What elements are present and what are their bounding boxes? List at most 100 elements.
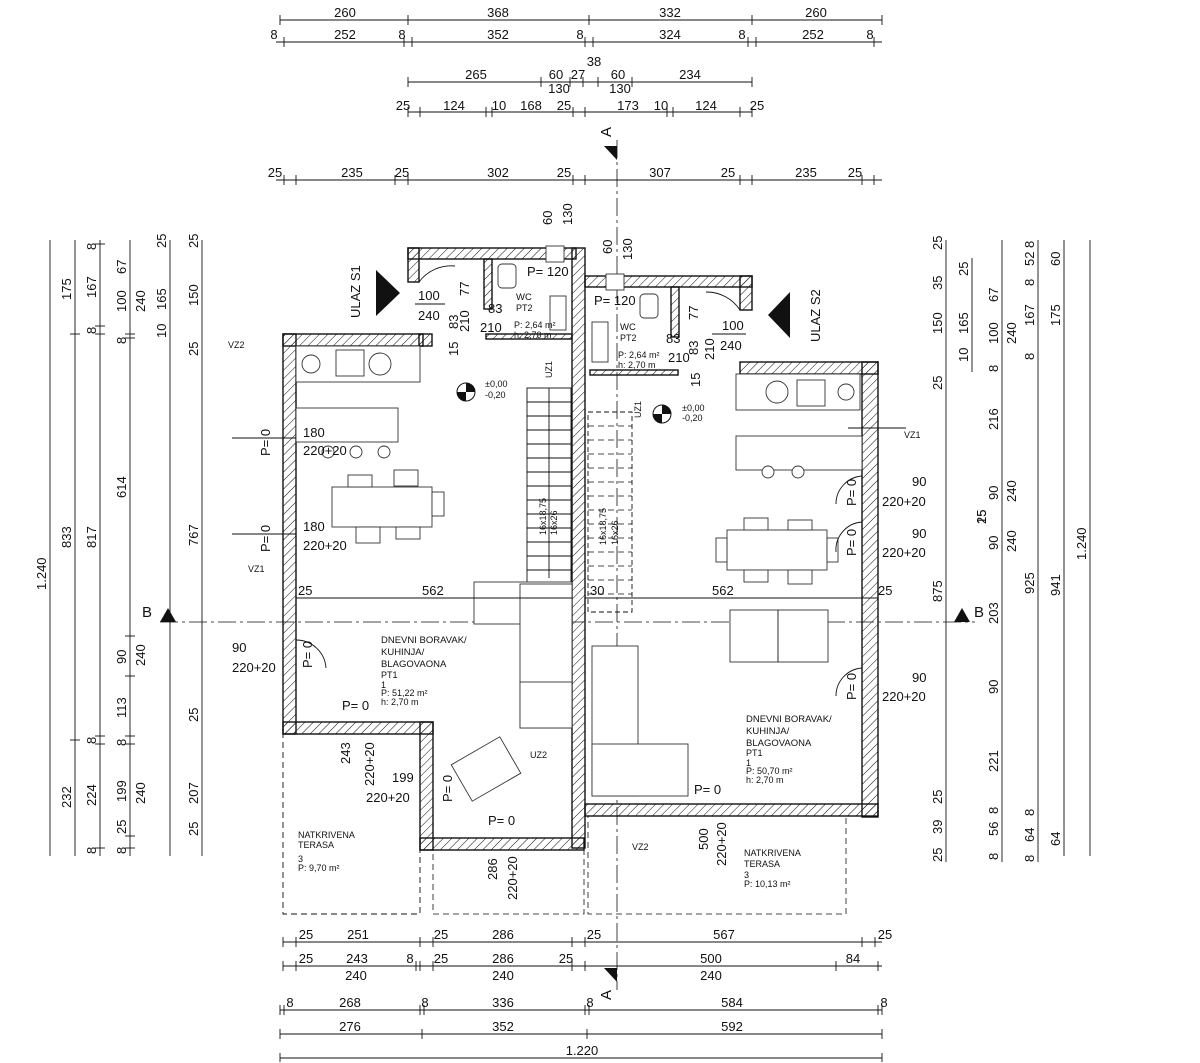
- dim-bot-4-d: 336: [492, 995, 514, 1010]
- dim-right-5-d: 167: [1022, 304, 1037, 326]
- right-wc-win-60: 60: [600, 240, 615, 254]
- right-windows: VZ1 P= 0 90 220+20 P= 0 90 220+20 P= 0 9…: [835, 427, 926, 704]
- top-dimensions: 260 368 332 260 8 252 8 352 8 324 8 252 …: [268, 5, 883, 185]
- dim-right-3-c: 8: [986, 365, 1001, 372]
- left-win3-h: 220+20: [232, 660, 276, 675]
- left-wc-win-60: 60: [540, 211, 555, 225]
- left-room-name-2: KUHINJA/: [381, 647, 425, 658]
- dim-left-6-e: 25: [186, 708, 201, 722]
- dim-left-7-b: 150: [186, 284, 201, 306]
- left-level: ±0,00 -0,20: [456, 379, 507, 402]
- left-win2-w: 180: [303, 519, 325, 534]
- dim-left-7-a: 25: [186, 234, 201, 248]
- right-stairs: 16x18,75 16x26 UZ1: [587, 401, 643, 613]
- left-terrace-name-2: TERASA: [298, 840, 334, 850]
- left-wc-door-w: 83: [488, 301, 502, 316]
- left-win3-p: P= 0: [300, 641, 315, 668]
- left-room-num: 1: [381, 680, 386, 690]
- dim-bot-4-f: 584: [721, 995, 743, 1010]
- dim-left-6-c: 10: [154, 324, 169, 338]
- dim-right-3-m: 8: [986, 853, 1001, 860]
- entrance-s1-h: 240: [418, 308, 440, 323]
- left-wc-area: P: 2,64 m²: [514, 320, 556, 330]
- left-terrace-name-1: NATKRIVENA: [298, 830, 355, 840]
- left-terrace-243: 243: [338, 742, 353, 764]
- dim-left-6-b: 165: [154, 288, 169, 310]
- dim-bot-2-e: 286: [492, 951, 514, 966]
- right-win1-p: P= 0: [844, 479, 859, 506]
- dim-right-2-b: 165: [956, 312, 971, 334]
- left-windows: P= 0 180 220+20 P= 0 180 220+20 P= 0 90 …: [228, 340, 347, 675]
- dim-bot-4-g: 8: [880, 995, 887, 1010]
- dim-left-3-a: 8: [84, 243, 99, 250]
- dim-top-6-c: 10: [492, 98, 506, 113]
- dim-top-2-e: 8: [576, 27, 583, 42]
- vz2-bottom-tag: VZ2: [632, 842, 649, 852]
- right-living-furniture: [587, 609, 847, 915]
- dim-bot-2-h: 84: [846, 951, 860, 966]
- right-terrace-500: 500: [696, 828, 711, 850]
- dim-bot-1-f: 567: [713, 927, 735, 942]
- left-room-code: PT1: [381, 670, 398, 680]
- dim-right-4-a: 240: [1004, 322, 1019, 344]
- entrance-s2-arrow: [768, 292, 790, 338]
- section-a-top: A: [598, 127, 615, 137]
- dim-bot-1-c: 25: [434, 927, 448, 942]
- dim-right-2-d: 25: [974, 510, 989, 524]
- left-wc-window: P= 120: [527, 264, 569, 279]
- dim-left-6-a: 25: [154, 234, 169, 248]
- dim-right-1-g: 39: [930, 820, 945, 834]
- dim-right-1-h: 25: [930, 848, 945, 862]
- right-win3-w: 90: [912, 670, 926, 685]
- dim-left-2-c: 232: [59, 786, 74, 808]
- dim-right-7: 1.240: [1074, 527, 1089, 560]
- right-terrace-name-1: NATKRIVENA: [744, 848, 801, 858]
- dim-right-3-j: 221: [986, 750, 1001, 772]
- right-wc-sill: 77: [686, 306, 701, 320]
- right-win1-w: 90: [912, 474, 926, 489]
- dim-top-5-a: 130: [548, 81, 570, 96]
- dim-right-6-b: 175: [1048, 304, 1063, 326]
- dim-right-3-e: 90: [986, 486, 1001, 500]
- left-wc-door-h: 210: [480, 320, 502, 335]
- dim-bot-2-c: 8: [406, 951, 413, 966]
- left-terrace-286: 286: [485, 858, 500, 880]
- right-kitchen: [715, 373, 863, 585]
- dim-right-5-g: 8: [1022, 809, 1037, 816]
- dim-bot-5-b: 352: [492, 1019, 514, 1034]
- left-wc-sill2: 83: [446, 315, 461, 329]
- dim-left-4-j: 8: [114, 847, 129, 854]
- dim-bot-1-g: 25: [878, 927, 892, 942]
- entrance-s2-label: ULAZ S2: [808, 289, 823, 342]
- dim-top-6-i: 25: [750, 98, 764, 113]
- right-room-height: h: 2,70 m: [746, 775, 784, 785]
- section-a-bottom-arrow: [604, 968, 617, 982]
- left-room-height: h: 2,70 m: [381, 697, 419, 707]
- left-win1-w: 180: [303, 425, 325, 440]
- left-vz2-tag: VZ2: [228, 340, 245, 350]
- dim-right-3-d: 216: [986, 408, 1001, 430]
- right-terrace: NATKRIVENA TERASA 3 P: 10,13 m² P= 0 500…: [694, 782, 801, 889]
- right-uz1: UZ1: [633, 401, 643, 418]
- dim-top-7-d: 302: [487, 165, 509, 180]
- left-terrace-199-p: P= 0: [440, 775, 455, 802]
- right-win1-h: 220+20: [882, 494, 926, 509]
- dim-bot-1-e: 25: [587, 927, 601, 942]
- dim-top-6-b: 124: [443, 98, 465, 113]
- dim-left-4-f: 113: [114, 697, 129, 718]
- left-terrace-286-h: 220+20: [505, 856, 520, 900]
- dim-left-6-g: 25: [186, 822, 201, 836]
- dim-top-6-h: 124: [695, 98, 717, 113]
- left-kitchen: [295, 345, 445, 544]
- right-win2-h: 220+20: [882, 545, 926, 560]
- dim-top-6-d: 168: [520, 98, 542, 113]
- dim-top-7-g: 25: [721, 165, 735, 180]
- left-room-area: P: 51,22 m²: [381, 688, 428, 698]
- dim-top-3: 38: [587, 54, 601, 69]
- right-terrace-500-h: 220+20: [714, 822, 729, 866]
- dim-bot-5-a: 276: [339, 1019, 361, 1034]
- dim-bot-4-c: 8: [421, 995, 428, 1010]
- section-a-bottom: A: [598, 990, 615, 1000]
- dim-left-3-g: 8: [84, 847, 99, 854]
- left-wc-door-210: 210: [457, 310, 472, 332]
